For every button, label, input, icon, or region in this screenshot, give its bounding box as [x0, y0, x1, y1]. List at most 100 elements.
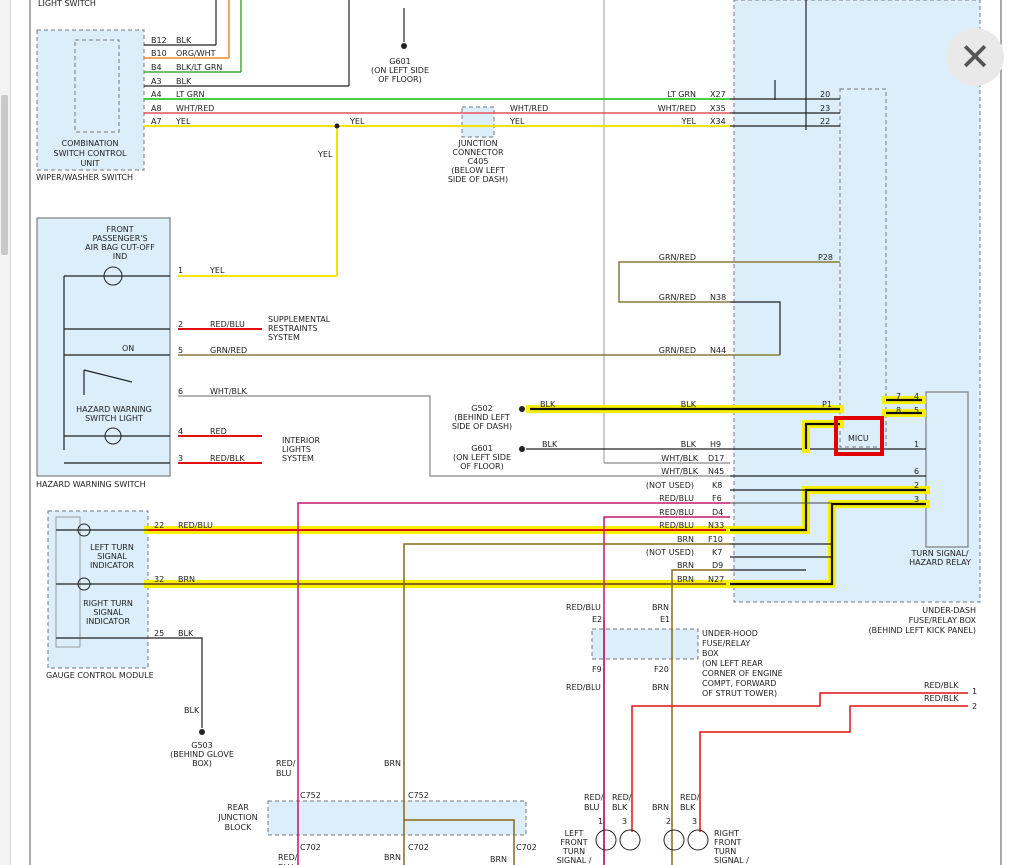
component-label: (BEHIND LEFT KICK PANEL) [868, 626, 976, 635]
scrollbar-thumb[interactable] [1, 95, 8, 255]
wire-label: WHT/RED [176, 104, 214, 113]
wire-label: GRN/RED [659, 253, 696, 262]
pin-label: N45 [708, 467, 724, 476]
component-label: LIGHTS [282, 445, 311, 454]
component-label: (BELOW LEFT [451, 166, 505, 175]
pin-label: E1 [660, 615, 670, 624]
wire-label: YEL [317, 150, 333, 159]
component-label: SIGNAL [97, 552, 127, 561]
wire-label: RED/ [612, 793, 632, 802]
wire-label: RED/BLK [924, 694, 959, 703]
component-label: SIDE OF DASH) [448, 175, 508, 184]
pin-label: P1 [822, 400, 832, 409]
pin-label: 25 [154, 629, 164, 638]
close-icon: ✕ [959, 35, 991, 79]
ground-label: OF FLOOR) [460, 462, 504, 471]
component-label: LEFT [565, 829, 584, 838]
pin-label: D9 [712, 561, 723, 570]
ground-label: G601 [389, 57, 410, 66]
pin-label: 2 [666, 817, 671, 826]
wire-label: WHT/BLK [661, 454, 698, 463]
component-label: TURN [713, 847, 736, 856]
pin-label: B12 [151, 36, 167, 45]
wire-label: BLU [278, 863, 294, 865]
component-label: LIGHT SWITCH [38, 0, 96, 8]
micu-highlight-box [834, 416, 884, 456]
component-label: JUNCTION [457, 139, 497, 148]
wire-label: BLU [276, 769, 292, 778]
ground-label: G503 [191, 741, 212, 750]
component-label: COMPT, FORWARD [702, 679, 776, 688]
pin-label: 1 [598, 817, 603, 826]
wire-label: YEL [175, 117, 191, 126]
pin-label: D17 [708, 454, 724, 463]
component-label: FRONT [714, 838, 741, 847]
pin-label: 1 [972, 687, 977, 696]
pin-label: B10 [151, 49, 167, 58]
wire-label: RED/BLK [210, 454, 245, 463]
wire-label: BLK [542, 440, 558, 449]
pin-label: 22 [820, 117, 830, 126]
wire-label: BLK [681, 400, 697, 409]
wire-label: BLK [680, 803, 696, 812]
pin-label: F6 [712, 494, 722, 503]
component-label: C405 [468, 157, 489, 166]
pin-label: C702 [516, 843, 537, 852]
wire-label: RED/BLU [659, 508, 694, 517]
turn-signal-relay [925, 391, 969, 548]
wire-label: GRN/RED [659, 346, 696, 355]
pin-label: K8 [712, 481, 722, 490]
component-label: SIGNAL / [557, 856, 592, 865]
component-label: CORNER OF ENGINE [702, 669, 783, 678]
wire-label: BLK [176, 77, 192, 86]
pin-label: N33 [708, 521, 724, 530]
component-label: IND [113, 252, 128, 261]
pin-label: B4 [151, 63, 162, 72]
pin-label: N44 [710, 346, 726, 355]
component-label: SIGNAL / [714, 856, 749, 865]
wire-label: BRN [677, 561, 694, 570]
pin-label: D4 [712, 508, 723, 517]
pin-label: 3 [178, 454, 183, 463]
ground-label: G601 [471, 444, 492, 453]
wire-label: BLU [584, 803, 600, 812]
rear-junction-block [267, 800, 527, 836]
pin-label: A3 [151, 77, 162, 86]
component-label: TURN SIGNAL/ [910, 549, 968, 558]
wire-label: BLK [612, 803, 628, 812]
pin-label: 6 [178, 387, 183, 396]
wire-label: RED/BLU [659, 494, 694, 503]
wire-label: BRN [677, 575, 694, 584]
pin-label: 4 [914, 392, 919, 401]
ground-label: (BEHIND GLOVE [170, 750, 234, 759]
ground-label: (ON LEFT SIDE [453, 453, 511, 462]
left-scrollbar[interactable] [0, 0, 11, 865]
component-label: TURN [562, 847, 585, 856]
wire-label: GRN/RED [210, 346, 247, 355]
wire-label: RED/ [680, 793, 700, 802]
ground-label: OF FLOOR) [378, 75, 422, 84]
pin-label: 4 [178, 427, 183, 436]
wire-label: YEL [209, 266, 225, 275]
pin-label: 3 [692, 817, 697, 826]
component-label: HAZARD WARNING SWITCH [36, 480, 146, 489]
component-label: SYSTEM [282, 454, 314, 463]
close-button[interactable]: ✕ [946, 28, 1004, 86]
wire-label: BRN [652, 683, 669, 692]
pin-label: A4 [151, 90, 162, 99]
wire-label: RED/ [278, 853, 298, 862]
pin-label: A8 [151, 104, 162, 113]
pin-label: E2 [592, 615, 602, 624]
pin-label: C702 [300, 843, 321, 852]
component-label: RESTRAINTS [268, 324, 318, 333]
pin-label: N27 [708, 575, 724, 584]
component-label: INTERIOR [282, 436, 321, 445]
hazard-warning-switch-box [36, 217, 171, 477]
component-label: (ON LEFT REAR [702, 659, 763, 668]
pin-label: 5 [178, 346, 183, 355]
pin-label: 7 [896, 392, 901, 401]
component-label: RIGHT TURN [83, 599, 133, 608]
component-label: SUPPLEMENTAL [268, 315, 331, 324]
wire-label: BLK/LT GRN [176, 63, 222, 72]
